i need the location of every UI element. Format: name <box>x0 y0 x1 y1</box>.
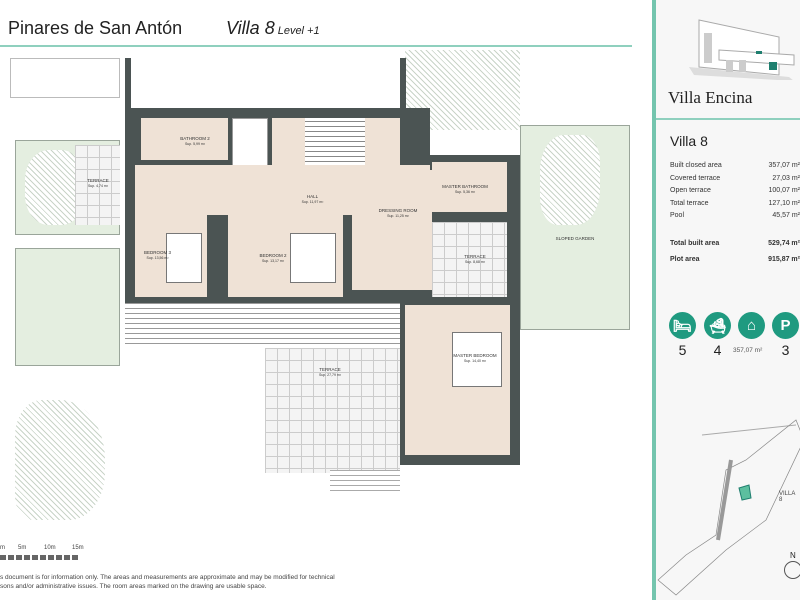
garden-left-bottom <box>15 248 120 366</box>
plot-boundary <box>10 58 120 98</box>
north-label: N <box>790 551 796 560</box>
villa-logo <box>689 19 795 80</box>
site-map <box>657 419 800 596</box>
tree-canopy <box>15 400 105 520</box>
pergola <box>125 303 400 348</box>
room-bathroom-2 <box>141 118 228 160</box>
sloped-garden-label: SLOPED GARDEN <box>555 236 595 241</box>
disclaimer-line: sons and/or administrative issues. The r… <box>0 583 267 591</box>
scale-ruler <box>0 555 80 560</box>
panel-divider <box>656 118 800 120</box>
parking-count: 3 <box>781 342 790 358</box>
scale-label: 10m <box>44 545 56 551</box>
scale-label: m <box>0 545 5 551</box>
terrace-left-floor <box>75 145 120 225</box>
bed-icon: 🛏︎ <box>669 312 696 339</box>
wall <box>125 58 131 108</box>
bed <box>290 233 336 283</box>
scale-label: 5m <box>18 545 27 551</box>
header-divider <box>0 45 632 47</box>
disclaimer: s document is for information only. The … <box>0 573 640 592</box>
disclaimer-line: s document is for information only. The … <box>0 574 335 581</box>
house-icon: ⌂ <box>738 312 765 339</box>
room-dressing <box>352 170 432 290</box>
site-map-label: VILLA 8 <box>779 491 796 503</box>
bed <box>452 332 502 387</box>
bathrooms-count: 4 <box>713 342 722 358</box>
tree-canopy <box>540 135 600 225</box>
bed <box>166 233 202 283</box>
bedrooms-count: 5 <box>678 342 687 358</box>
villa-heading: Villa 8 <box>670 133 708 149</box>
scale-bar: m 5m 10m 15m <box>0 545 90 560</box>
terrace-large-floor <box>265 348 400 473</box>
room-master-bathroom <box>432 162 507 212</box>
terrace-small-floor <box>432 222 507 297</box>
wall <box>400 58 406 158</box>
level-label: Level +1 <box>277 25 320 37</box>
shaft <box>232 118 268 168</box>
bath-icon: 🛁︎ <box>704 312 731 339</box>
built-area: 357,07 m² <box>733 347 763 354</box>
compass-icon <box>784 561 800 579</box>
steps <box>330 470 400 495</box>
brand-name: Villa Encina <box>668 88 753 107</box>
parking-icon: P <box>772 312 799 339</box>
project-title: Pinares de San Antón <box>8 18 183 38</box>
scale-label: 15m <box>72 545 84 551</box>
villa-name: Villa 8 <box>226 18 275 38</box>
